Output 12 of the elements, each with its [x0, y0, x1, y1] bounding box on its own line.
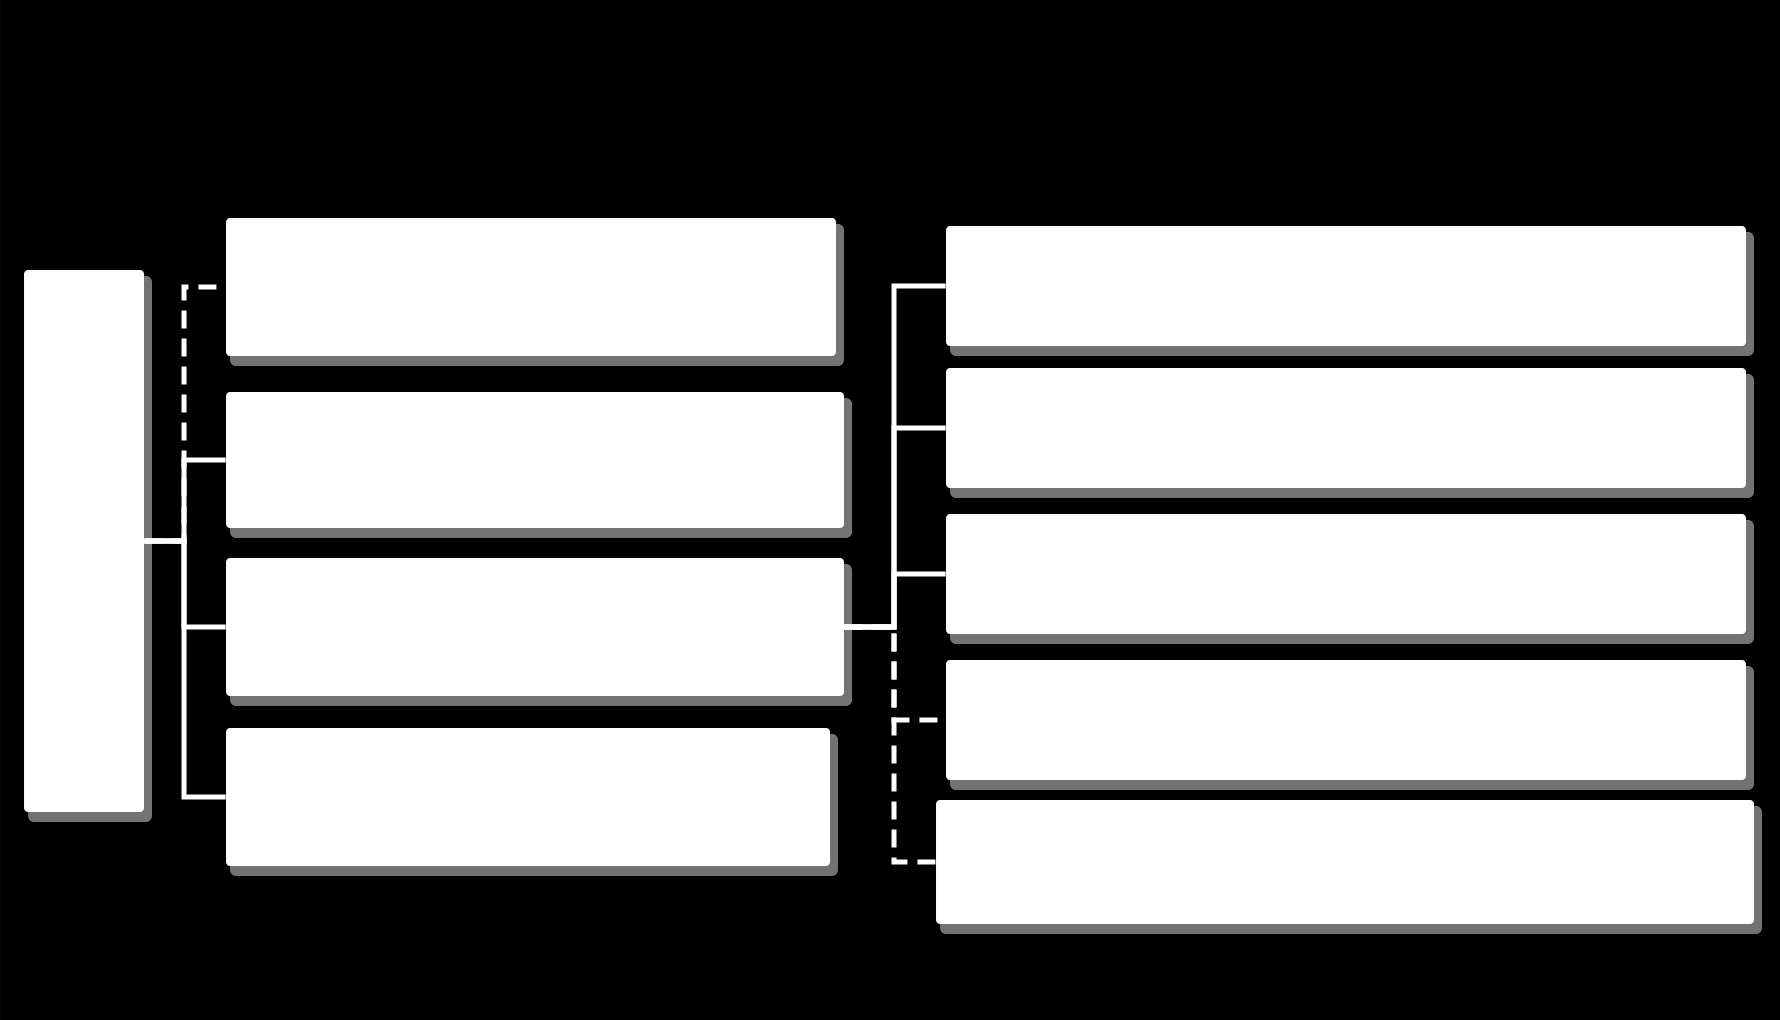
- blank-box: [226, 392, 852, 538]
- connector-line: [844, 571, 946, 630]
- blank-box: [946, 514, 1754, 644]
- blank-box: [226, 558, 852, 706]
- blank-box: [226, 218, 844, 366]
- blank-box: [936, 800, 1762, 934]
- blank-box: [226, 728, 838, 876]
- connector-line: [144, 538, 226, 800]
- blank-box: [24, 270, 153, 822]
- blank-box: [946, 660, 1754, 790]
- blank-box: [946, 368, 1754, 498]
- blank-box: [946, 226, 1754, 356]
